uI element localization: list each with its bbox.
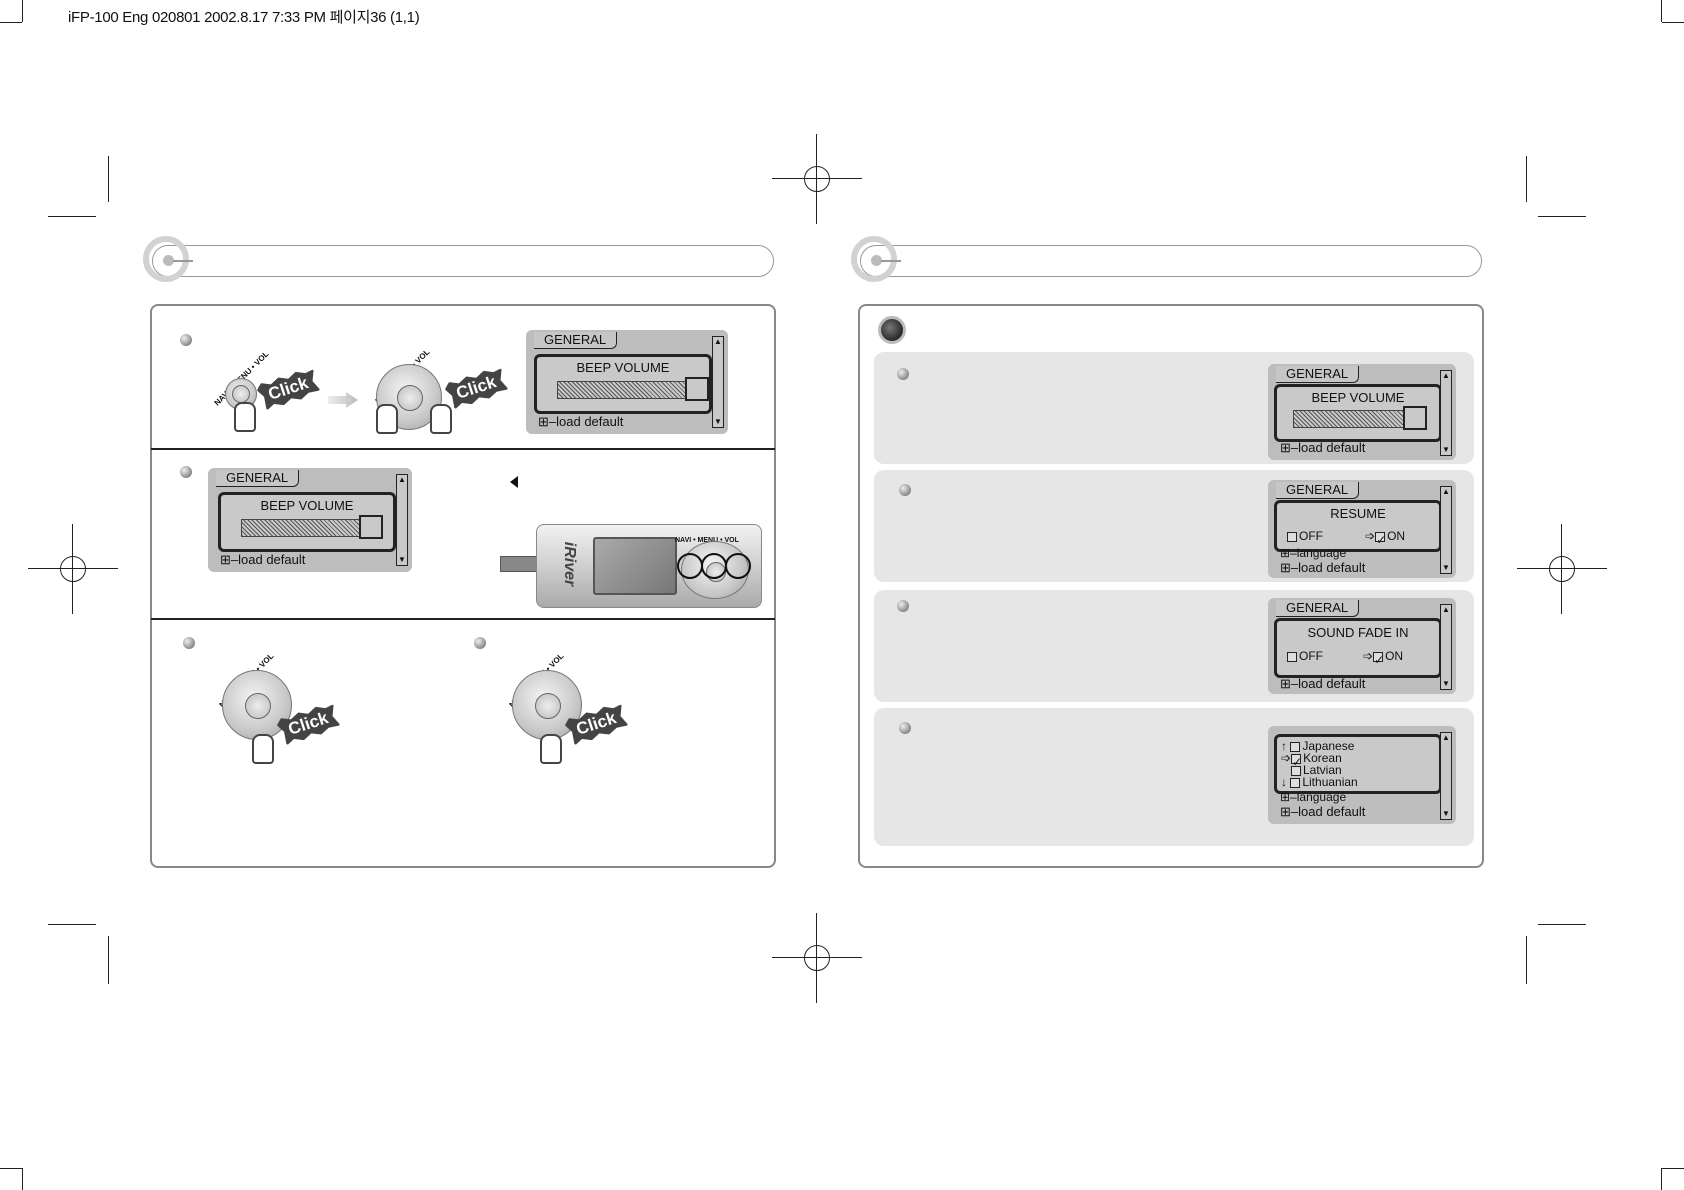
lcd-footer: load default: [1298, 440, 1366, 455]
step-bullet: [897, 368, 909, 380]
crop-mark: [1538, 216, 1586, 217]
lcd-tab: GENERAL: [1276, 366, 1360, 383]
crop-mark: [1538, 924, 1586, 925]
lcd-footer: load default: [1298, 560, 1366, 575]
registration-mark: [772, 913, 862, 1003]
lcd-tab: GENERAL: [1276, 600, 1360, 617]
ifp-player-image: iRiver NAVI • MENU • VOL: [536, 524, 762, 608]
crop-mark: [0, 1168, 22, 1169]
registration-mark: [772, 134, 862, 224]
step-bullet: [899, 722, 911, 734]
crop-mark: [0, 22, 22, 23]
lcd-title: BEEP VOLUME: [1311, 390, 1405, 405]
highlight-circle: [725, 553, 751, 579]
player-screen: [593, 537, 677, 595]
lcd-language: language: [1296, 546, 1347, 560]
divider: [151, 448, 775, 450]
section-bullet: [878, 316, 906, 344]
lcd-footer: load default: [1298, 676, 1366, 691]
step-bullet: [474, 637, 486, 649]
lcd-language: language: [1296, 790, 1347, 804]
option-on: ON: [1385, 649, 1404, 663]
option-off: OFF: [1299, 649, 1323, 663]
registration-mark: [1517, 524, 1607, 614]
lcd-beep-volume-2: GENERAL BEEP VOLUME ▲▼ ⊞–load default: [208, 468, 412, 572]
language-option-selected: Korean: [1303, 751, 1342, 765]
volume-knob: [685, 377, 709, 401]
language-option: Lithuanian: [1302, 775, 1358, 789]
crop-mark: [1662, 22, 1684, 23]
crop-mark: [1662, 1168, 1684, 1169]
crop-mark: [48, 924, 96, 925]
lcd-title: RESUME: [1330, 506, 1386, 521]
step-bullet: [180, 334, 192, 346]
navi-wheel[interactable]: [512, 670, 582, 740]
brand-logo: iRiver: [561, 541, 579, 587]
registration-mark: [28, 524, 118, 614]
step-bullet: [183, 637, 195, 649]
speaker-icon: [510, 476, 518, 488]
crop-mark: [22, 1168, 23, 1190]
lcd-footer: load default: [1298, 804, 1366, 819]
volume-knob: [359, 515, 383, 539]
lcd-footer: ⊞–load default: [538, 414, 624, 429]
step-bullet: [899, 484, 911, 496]
highlight-circle: [677, 553, 703, 579]
beep-volume-meter: [241, 519, 361, 537]
highlight-circle: [701, 553, 727, 579]
lcd-resume: GENERAL RESUME OFF ➩✓ON ▲▼ ⊞–language ⊞–…: [1268, 480, 1456, 578]
step-bullet: [180, 466, 192, 478]
hand-icon: [234, 402, 256, 432]
step-bullet: [897, 600, 909, 612]
lcd-tab: GENERAL: [216, 470, 300, 487]
crop-mark: [22, 0, 23, 22]
lcd-tab: GENERAL: [534, 332, 618, 349]
hand-icon: [252, 734, 274, 764]
lcd-title: BEEP VOLUME: [576, 360, 670, 375]
hand-icon: [540, 734, 562, 764]
lcd-tab: GENERAL: [1276, 482, 1360, 499]
option-on: ON: [1387, 529, 1406, 543]
crop-mark: [48, 216, 96, 217]
print-header: iFP-100 Eng 020801 2002.8.17 7:33 PM 페이지…: [68, 9, 420, 26]
lcd-language: ↑ Japanese ➩✓Korean Latvian ↓ Lithuanian…: [1268, 726, 1456, 824]
hand-icon: [430, 404, 452, 434]
crop-mark: [1661, 1168, 1662, 1190]
volume-knob: [1403, 406, 1427, 430]
lcd-beep-volume-3: GENERAL BEEP VOLUME ▲▼ ⊞–load default: [1268, 364, 1456, 460]
lcd-sound-fade-in: GENERAL SOUND FADE IN OFF ➩✓ON ▲▼ ⊞–load…: [1268, 598, 1456, 694]
left-title-bar: [143, 236, 774, 282]
lcd-title: SOUND FADE IN: [1307, 625, 1409, 640]
beep-volume-meter: [1293, 410, 1405, 428]
crop-mark: [1526, 936, 1527, 984]
lcd-beep-volume: GENERAL BEEP VOLUME ▲▼ ⊞–load default: [526, 330, 728, 434]
beep-volume-meter: [557, 381, 687, 399]
divider: [151, 618, 775, 620]
right-arrow-icon: [328, 392, 358, 408]
crop-mark: [108, 936, 109, 984]
crop-mark: [108, 156, 109, 202]
hand-icon: [376, 404, 398, 434]
lcd-footer: ⊞–load default: [220, 552, 306, 567]
language-option: Japanese: [1302, 739, 1355, 753]
option-off: OFF: [1299, 529, 1323, 543]
crop-mark: [1526, 156, 1527, 202]
right-title-bar: [851, 236, 1482, 282]
wheel-label: NAVI • MENU • VOL: [675, 537, 739, 544]
crop-mark: [1661, 0, 1662, 22]
language-option: Latvian: [1303, 763, 1342, 777]
lcd-title: BEEP VOLUME: [260, 498, 354, 513]
